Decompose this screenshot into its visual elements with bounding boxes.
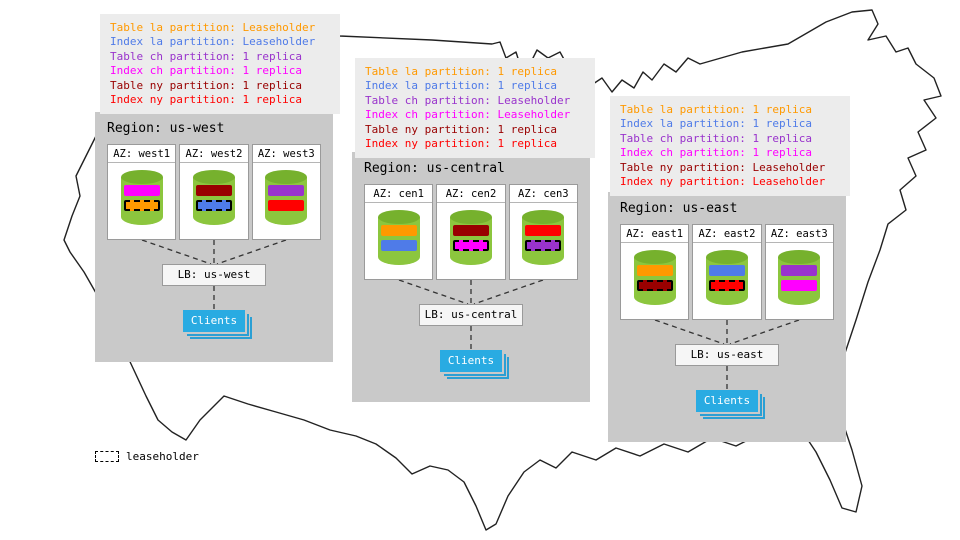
legend-line: Table la partition: Leaseholder: [110, 21, 316, 34]
cylinder-icon: [377, 210, 420, 265]
partition-bar: [195, 200, 232, 211]
region-us-east: Region: us-east AZ: east1 AZ: east2: [608, 192, 846, 442]
cylinder-icon: [705, 250, 748, 305]
partition-bar: [708, 280, 745, 291]
partition-bar: [781, 265, 818, 276]
legend-line: Index ny partition: Leaseholder: [620, 175, 826, 189]
partition-bar: [123, 200, 160, 211]
partition-bar: [525, 240, 562, 251]
az-box-cen2: AZ: cen2: [436, 184, 506, 280]
az-label: AZ: west1: [108, 145, 176, 163]
partition-bar: [636, 265, 673, 276]
cylinder-icon: [633, 250, 676, 305]
region-title: Region: us-central: [364, 161, 505, 176]
cylinder-icon: [522, 210, 565, 265]
leaseholder-key-label: leaseholder: [126, 450, 199, 463]
partition-bar: [708, 265, 745, 276]
az-label: AZ: east2: [693, 225, 761, 243]
az-label: AZ: cen2: [437, 185, 505, 203]
az-box-west2: AZ: west2: [179, 144, 249, 240]
legend-line: Table ch partition: 1 replica: [620, 131, 813, 145]
az-box-cen1: AZ: cen1: [364, 184, 434, 280]
partition-bar: [380, 240, 417, 251]
az-label: AZ: west2: [180, 145, 248, 163]
database-cylinder: [375, 209, 423, 267]
az-row: AZ: west1 AZ: west2: [107, 144, 321, 240]
legend-line: Index ny partition: 1 replica: [110, 93, 303, 107]
az-label: AZ: east1: [621, 225, 689, 243]
partition-legend-us-central: Table la partition: 1 replica Index la p…: [355, 58, 595, 159]
cylinder-icon: [265, 170, 308, 225]
az-box-east2: AZ: east2: [692, 224, 762, 320]
load-balancer-us-west: LB: us-west: [162, 264, 266, 286]
legend-line: Table ch partition: Leaseholder: [365, 93, 571, 107]
partition-bar: [781, 280, 818, 291]
legend-line: Index la partition: Leaseholder: [110, 35, 316, 49]
legend-line: Index ch partition: Leaseholder: [365, 108, 571, 122]
legend-line: Table la partition: 1 replica: [620, 103, 813, 116]
region-us-central: Region: us-central AZ: cen1 AZ: cen2: [352, 152, 590, 402]
legend-line: Index ny partition: 1 replica: [365, 137, 558, 151]
partition-bar: [123, 185, 160, 196]
cylinder-icon: [778, 250, 821, 305]
partition-bar: [268, 185, 305, 196]
partition-bar: [636, 280, 673, 291]
legend-line: Index la partition: 1 replica: [365, 79, 558, 93]
az-label: AZ: cen1: [365, 185, 433, 203]
database-cylinder: [631, 249, 679, 307]
az-box-west3: AZ: west3: [251, 144, 321, 240]
legend-line: Table ny partition: 1 replica: [110, 78, 303, 92]
region-us-west: Region: us-west AZ: west1 AZ: west2: [95, 112, 333, 362]
clients-box-us-east: Clients: [696, 390, 758, 412]
az-label: AZ: east3: [765, 225, 833, 243]
cylinder-icon: [120, 170, 163, 225]
database-cylinder: [190, 169, 238, 227]
partition-bar: [268, 200, 305, 211]
partition-bar: [452, 240, 489, 251]
legend-line: Index la partition: 1 replica: [620, 117, 813, 131]
legend-line: Table ch partition: 1 replica: [110, 49, 303, 63]
partition-bar: [380, 225, 417, 236]
partition-bar: [195, 185, 232, 196]
leaseholder-swatch-icon: [95, 451, 119, 462]
database-cylinder: [775, 249, 823, 307]
legend-line: Index ch partition: 1 replica: [110, 64, 303, 78]
database-cylinder: [447, 209, 495, 267]
partition-bar: [525, 225, 562, 236]
cylinder-icon: [192, 170, 235, 225]
az-box-east3: AZ: east3: [764, 224, 834, 320]
load-balancer-us-east: LB: us-east: [675, 344, 779, 366]
partition-legend-us-east: Table la partition: 1 replica Index la p…: [610, 96, 850, 197]
leaseholder-key: leaseholder: [95, 450, 199, 463]
legend-line: Table ny partition: 1 replica: [365, 122, 558, 136]
region-title: Region: us-east: [620, 201, 738, 216]
region-title: Region: us-west: [107, 121, 225, 136]
database-cylinder: [262, 169, 310, 227]
load-balancer-us-central: LB: us-central: [419, 304, 523, 326]
az-label: AZ: cen3: [509, 185, 577, 203]
database-cylinder: [519, 209, 567, 267]
legend-line: Table ny partition: Leaseholder: [620, 160, 826, 174]
az-box-east1: AZ: east1: [620, 224, 690, 320]
clients-box-us-central: Clients: [440, 350, 502, 372]
partition-bar: [452, 225, 489, 236]
az-box-cen3: AZ: cen3: [508, 184, 578, 280]
az-row: AZ: cen1 AZ: cen2: [364, 184, 578, 280]
az-row: AZ: east1 AZ: east2: [620, 224, 834, 320]
legend-line: Index ch partition: 1 replica: [620, 146, 813, 160]
cylinder-icon: [449, 210, 492, 265]
az-label: AZ: west3: [252, 145, 320, 163]
az-box-west1: AZ: west1: [107, 144, 177, 240]
database-cylinder: [118, 169, 166, 227]
database-cylinder: [703, 249, 751, 307]
legend-line: Table la partition: 1 replica: [365, 65, 558, 78]
partition-legend-us-west: Table la partition: Leaseholder Index la…: [100, 14, 340, 115]
clients-box-us-west: Clients: [183, 310, 245, 332]
